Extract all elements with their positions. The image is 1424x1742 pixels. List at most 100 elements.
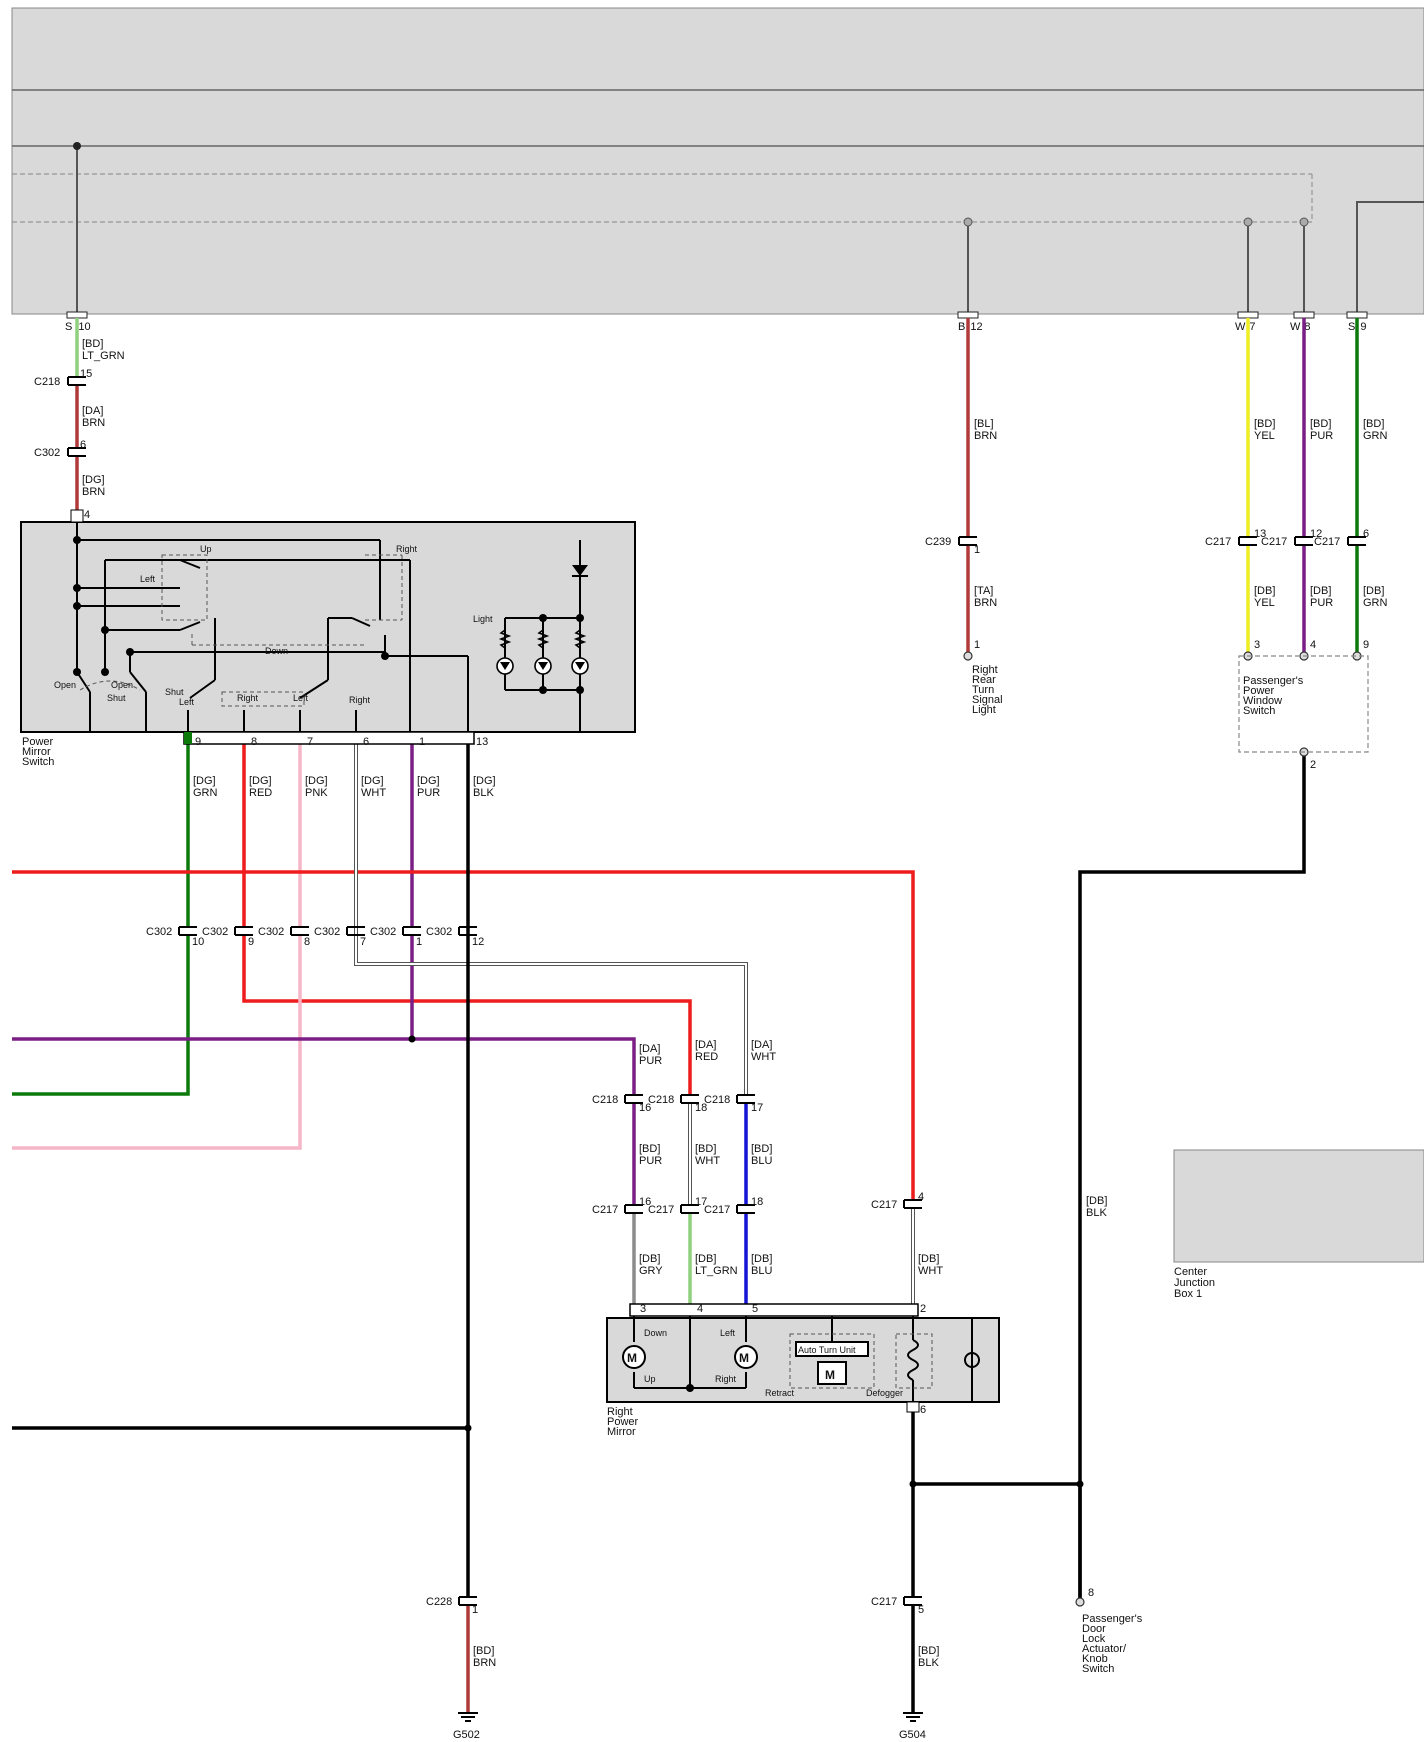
svg-text:[DB]YEL: [DB]YEL (1254, 585, 1275, 609)
svg-text:9: 9 (195, 736, 201, 748)
svg-text:[DA]BRN: [DA]BRN (82, 405, 105, 429)
svg-text:[DB]BLU: [DB]BLU (751, 1253, 772, 1277)
mirror-label-auto-turn: Auto Turn Unit (798, 1345, 856, 1355)
mirror-label-down: Down (644, 1328, 667, 1338)
wire-labels: [BD]LT_GRN [DA]BRN [DG]BRN [BL]BRN [TA]B… (82, 338, 1388, 1669)
svg-text:17: 17 (751, 1102, 763, 1114)
svg-text:[DA]RED: [DA]RED (695, 1039, 718, 1063)
center-junction-box (1173, 1149, 1424, 1263)
svg-text:12: 12 (472, 936, 484, 948)
svg-text:C302: C302 (314, 926, 340, 938)
ground-symbols (458, 1712, 923, 1722)
svg-text:1: 1 (419, 736, 425, 748)
svg-text:C217: C217 (1205, 536, 1231, 548)
svg-text:C217: C217 (1261, 536, 1287, 548)
svg-text:1: 1 (472, 1604, 478, 1616)
svg-text:6: 6 (80, 439, 86, 451)
svg-text:1: 1 (974, 639, 980, 651)
switch-label-right3: Right (349, 695, 371, 705)
svg-text:13: 13 (1254, 528, 1266, 540)
svg-text:2: 2 (920, 1303, 926, 1315)
ground-g502: G502 (453, 1729, 480, 1741)
svg-text:C218: C218 (648, 1094, 674, 1106)
svg-text:[BD]PUR: [BD]PUR (639, 1143, 662, 1167)
wire-pnk-c302-8 (12, 934, 302, 1150)
ground-g504: G504 (899, 1729, 926, 1741)
svg-text:16: 16 (639, 1196, 651, 1208)
switch-label-down: Down (265, 646, 288, 656)
pin-numbers: 4 1 3 4 9 2 9 8 7 6 1 13 3 4 5 2 6 8 (84, 509, 1369, 1599)
svg-text:[DB]PUR: [DB]PUR (1310, 585, 1333, 609)
switch-label-left3: Left (293, 693, 309, 703)
svg-text:1: 1 (974, 544, 980, 556)
svg-text:6: 6 (1363, 528, 1369, 540)
svg-text:[TA]BRN: [TA]BRN (974, 585, 997, 609)
switch-label-shut2: Shut (165, 687, 184, 697)
switch-label-shut1: Shut (107, 693, 126, 703)
svg-text:C302: C302 (426, 926, 452, 938)
svg-text:C302: C302 (258, 926, 284, 938)
switch-label-up: Up (200, 544, 212, 554)
fuse-box-top (11, 7, 1424, 315)
pass-window-switch-box (1238, 655, 1369, 753)
svg-text:[DB]GRN: [DB]GRN (1363, 585, 1388, 609)
wire-wht-pin6 (354, 740, 748, 1095)
svg-text:7: 7 (307, 736, 313, 748)
label-right-rear-turn-signal: Right Rear Turn Signal Light (972, 664, 1006, 716)
svg-text:[DG]GRN: [DG]GRN (193, 775, 218, 799)
svg-text:[DB]GRY: [DB]GRY (639, 1253, 663, 1277)
mirror-label-up: Up (644, 1374, 656, 1384)
label-power-mirror-switch: Power Mirror Switch (22, 736, 56, 768)
svg-text:17: 17 (695, 1196, 707, 1208)
switch-label-right2: Right (237, 693, 259, 703)
svg-text:[BD]GRN: [BD]GRN (1363, 418, 1388, 442)
svg-text:10: 10 (192, 936, 204, 948)
svg-text:5: 5 (918, 1604, 924, 1616)
svg-text:3: 3 (1254, 639, 1260, 651)
svg-text:15: 15 (80, 368, 92, 380)
mirror-label-right: Right (715, 1374, 737, 1384)
svg-text:[BD]BLU: [BD]BLU (751, 1143, 772, 1167)
svg-text:13: 13 (476, 736, 488, 748)
svg-text:[DA]WHT: [DA]WHT (751, 1039, 776, 1063)
right-power-mirror: M M M (606, 1303, 1000, 1413)
svg-text:4: 4 (84, 509, 90, 521)
svg-text:[BD]YEL: [BD]YEL (1254, 418, 1275, 442)
svg-text:[DG]PUR: [DG]PUR (417, 775, 440, 799)
svg-text:C302: C302 (34, 447, 60, 459)
svg-text:[DB]WHT: [DB]WHT (918, 1253, 943, 1277)
power-mirror-switch (20, 512, 636, 745)
switch-label-open1: Open (54, 680, 76, 690)
svg-text:M: M (739, 1351, 749, 1365)
svg-text:[DA]PUR: [DA]PUR (639, 1043, 662, 1067)
svg-text:C218: C218 (34, 376, 60, 388)
svg-text:4: 4 (1310, 639, 1316, 651)
svg-text:[DB]LT_GRN: [DB]LT_GRN (695, 1253, 738, 1277)
svg-text:C239: C239 (925, 536, 951, 548)
svg-text:5: 5 (752, 1303, 758, 1315)
svg-text:9: 9 (1363, 639, 1369, 651)
wire-blk-window-pin2 (1078, 754, 1306, 1598)
label-pass-door-lock: Passenger's Door Lock Actuator/ Knob Swi… (1082, 1613, 1145, 1675)
svg-text:8: 8 (304, 936, 310, 948)
svg-text:[BD]BLK: [BD]BLK (918, 1645, 939, 1669)
connector-symbols (67, 376, 1366, 1606)
label-pass-window-switch: Passenger's Power Window Switch (1243, 675, 1306, 717)
mirror-label-defogger: Defogger (866, 1388, 903, 1398)
wire-grn-c302-10 (12, 934, 190, 1096)
svg-text:9: 9 (248, 936, 254, 948)
svg-text:M: M (627, 1351, 637, 1365)
svg-text:C302: C302 (202, 926, 228, 938)
switch-label-light: Light (473, 614, 493, 624)
svg-text:8: 8 (1088, 1587, 1094, 1599)
label-right-power-mirror: Right Power Mirror (607, 1406, 641, 1438)
switch-label-open2: Open (111, 680, 133, 690)
svg-text:C228: C228 (426, 1596, 452, 1608)
svg-text:3: 3 (640, 1303, 646, 1315)
switch-label-right: Right (396, 544, 418, 554)
